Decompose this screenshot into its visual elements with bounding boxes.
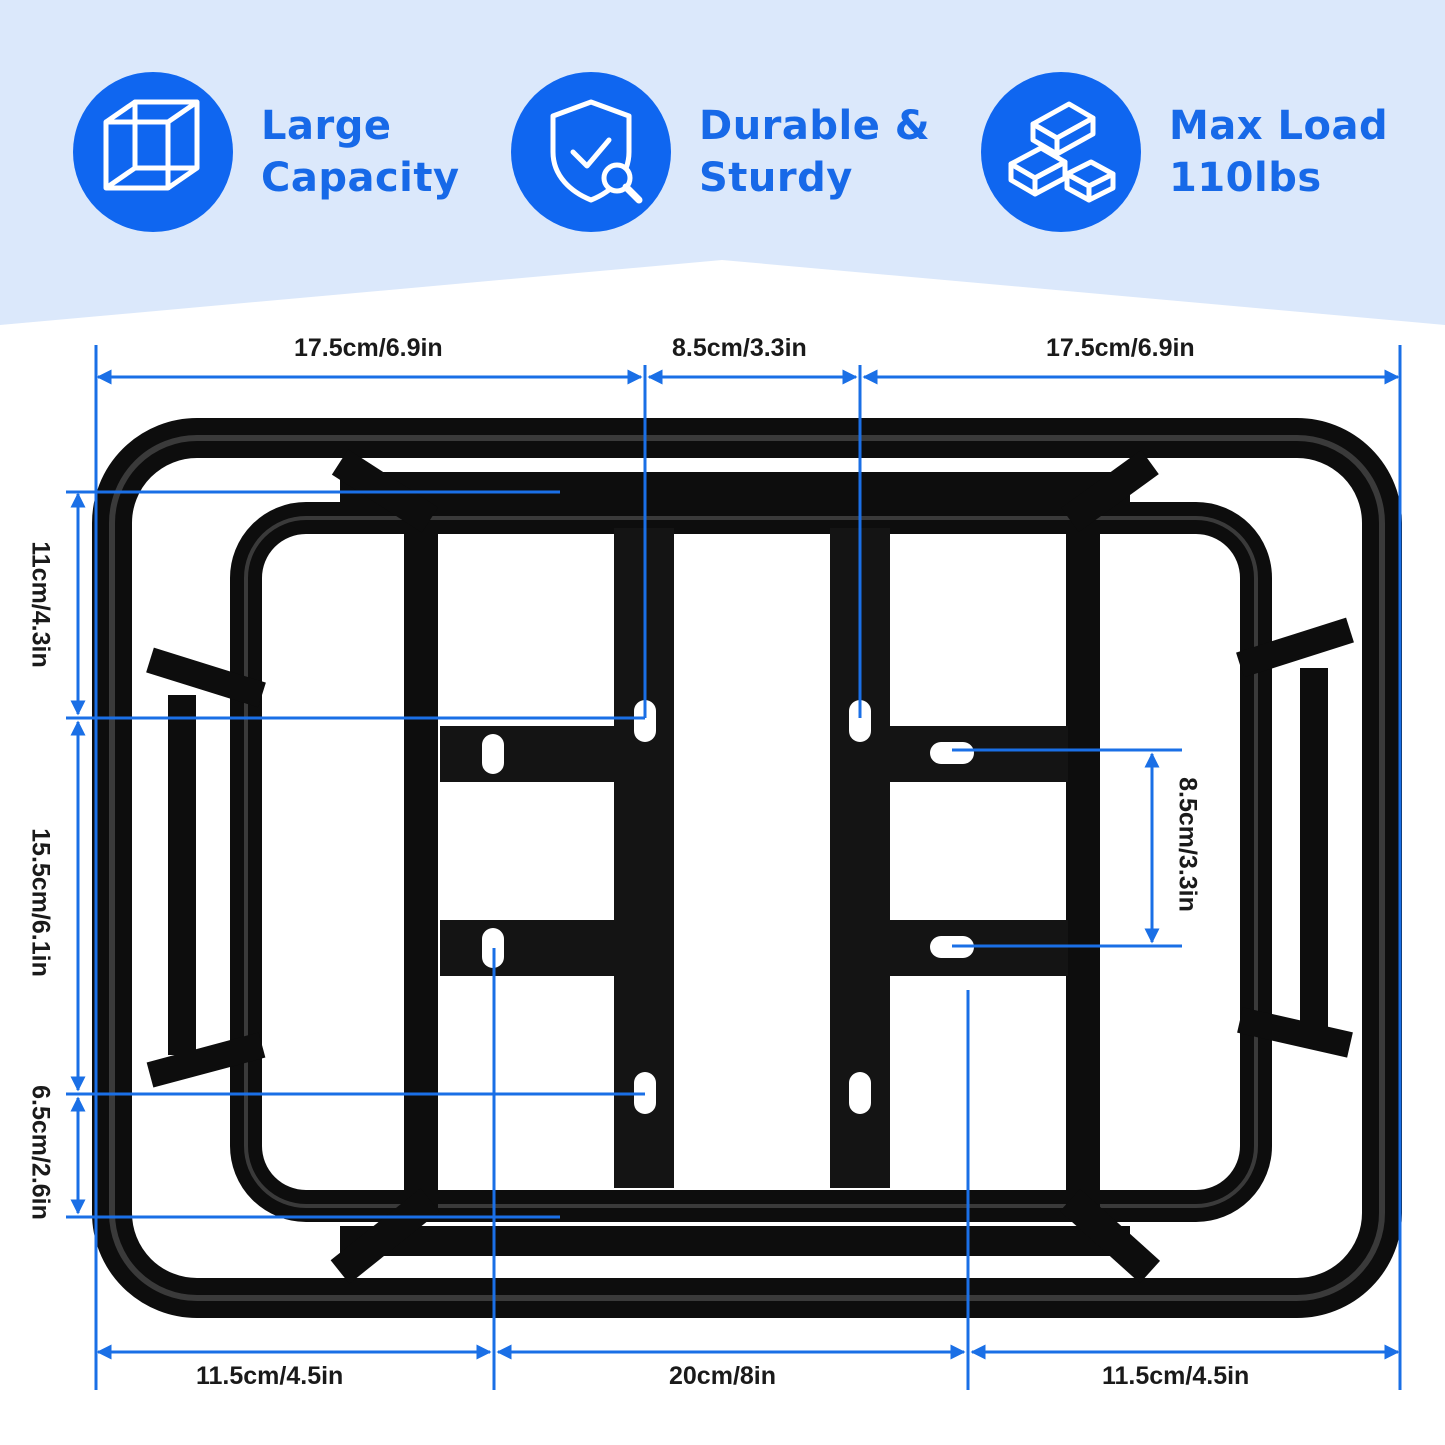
- dimension-lines: [66, 345, 1402, 1390]
- feature-title-line2: 110lbs: [1169, 155, 1322, 201]
- gold-bars-icon: [1008, 101, 1116, 203]
- dim-bottom-right: 11.5cm/4.5in: [1102, 1362, 1250, 1390]
- cube-icon: [103, 99, 200, 191]
- feature-title-line2: Sturdy: [699, 155, 853, 201]
- feature-title-line1: Large: [261, 103, 392, 149]
- dim-left-top: 11cm/4.3in: [26, 541, 55, 668]
- dim-top-middle: 8.5cm/3.3in: [672, 334, 807, 362]
- dim-top-left: 17.5cm/6.9in: [294, 334, 443, 362]
- feature-circle: [981, 72, 1141, 232]
- feature-title-line1: Max Load: [1169, 103, 1389, 149]
- shield-check-icon: [550, 99, 643, 204]
- dim-left-bottom: 6.5cm/2.6in: [26, 1085, 55, 1220]
- rack-image: [92, 418, 1402, 1318]
- dim-bottom-left: 11.5cm/4.5in: [196, 1362, 344, 1390]
- dim-top-right: 17.5cm/6.9in: [1046, 334, 1195, 362]
- dim-left-middle: 15.5cm/6.1in: [26, 828, 55, 977]
- feature-circle: [511, 72, 671, 232]
- feature-title-line1: Durable &: [699, 103, 931, 149]
- feature-circle: [73, 72, 233, 232]
- feature-title-line2: Capacity: [261, 155, 460, 201]
- dim-right-slot: 8.5cm/3.3in: [1173, 777, 1202, 912]
- dim-bottom-middle: 20cm/8in: [669, 1362, 777, 1390]
